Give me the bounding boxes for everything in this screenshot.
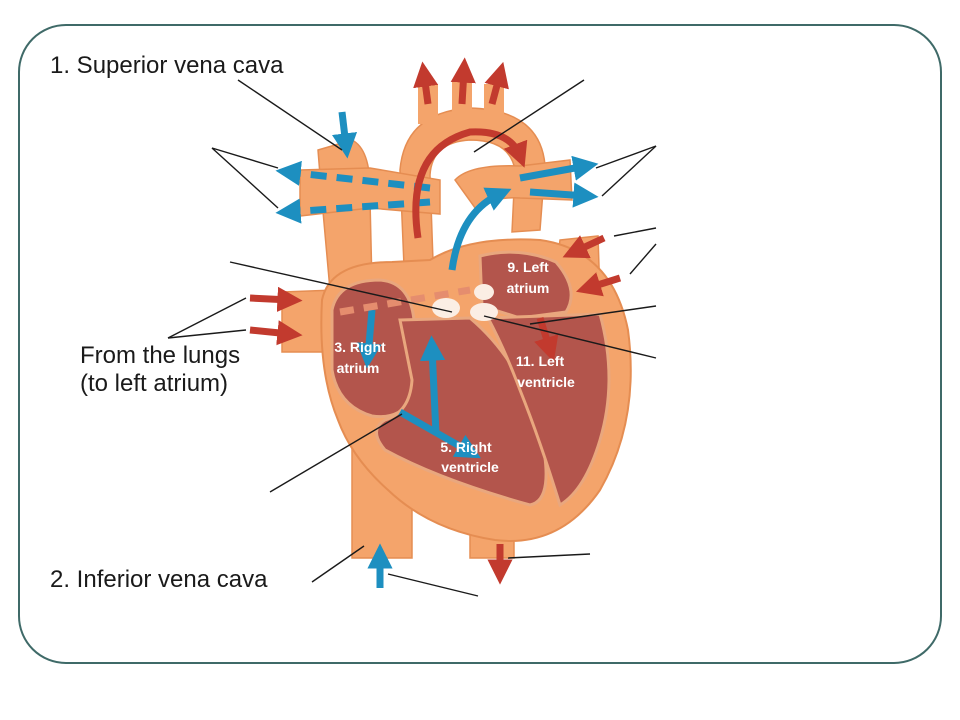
leader-lungs-left-top: [211, 147, 279, 169]
leader-lungs-right-top: [595, 145, 657, 169]
leader-ivc-arrow: [387, 573, 479, 597]
red-arrow-aorta-3: [484, 61, 509, 105]
leader-valve-left: [229, 261, 453, 313]
right-ventricle-label-1: 5. Right: [440, 439, 492, 455]
blue-arrow-lung-right-1: [519, 155, 599, 182]
left-ventricle-chamber: [485, 312, 611, 508]
left-atrium-label-2: atrium: [507, 280, 550, 296]
aortic-valve: [474, 284, 494, 300]
blue-arrow-lung-right-2: [529, 182, 599, 208]
leader-aortic-valve: [483, 315, 657, 359]
blue-arrow-right-ventricle-diag: [398, 408, 481, 459]
label-superior-vena-cava: 1. Superior vena cava: [50, 52, 284, 79]
left-ventricle-label-2: ventricle: [517, 374, 575, 390]
leader-aorta: [473, 79, 585, 153]
leader-descending-aorta: [507, 553, 591, 559]
red-arrow-aortic-arch: [412, 128, 528, 239]
red-arrow-pv-left-1: [249, 286, 303, 312]
blue-arrow-right-atrium: [356, 309, 382, 369]
leader-pv-right-top: [613, 227, 657, 237]
blue-arrow-lung-left-2: [275, 198, 431, 224]
red-arrow-aorta-1: [413, 61, 439, 105]
leader-from-lungs-bottom: [167, 329, 247, 339]
leader-inferior-vena-cava: [311, 545, 365, 583]
leader-lines: [167, 79, 657, 597]
mitral-valve: [470, 303, 498, 321]
tricuspid-valve: [432, 298, 460, 318]
leader-tricuspid: [269, 413, 403, 493]
right-atrium-label-2: atrium: [337, 360, 380, 376]
blue-arrow-svc-in: [332, 111, 358, 159]
red-arrow-pv-right-2: [575, 272, 622, 297]
leader-pv-right-bottom: [629, 243, 657, 275]
red-arrow-pv-cross: [339, 286, 471, 316]
leader-from-lungs-top: [167, 297, 247, 339]
label-from-lungs-line2: (to left atrium): [80, 369, 229, 397]
leader-superior-vena-cava: [237, 79, 343, 151]
right-ventricle-label-2: ventricle: [441, 459, 499, 475]
blue-arrow-right-ventricle-up: [419, 335, 446, 435]
left-ventricle-label-1: 11. Left: [516, 353, 565, 369]
left-atrium-chamber: [478, 250, 573, 320]
red-arrow-pv-right-1: [562, 234, 606, 259]
blue-arrow-pulmonary-trunk: [448, 187, 512, 271]
label-inferior-vena-cava: 2. Inferior vena cava: [50, 566, 268, 593]
red-arrow-pv-left-2: [249, 320, 303, 346]
label-from-lungs-line1: From the lungs: [80, 342, 241, 369]
leader-lungs-right-bottom: [601, 145, 657, 197]
leader-mitral: [529, 305, 657, 325]
red-arrow-left-ventricle: [534, 316, 559, 363]
blue-arrow-lung-left-1: [275, 160, 431, 192]
red-arrow-aorta-2: [450, 57, 476, 105]
label-from-lungs: From the lungs (to left atrium): [80, 342, 240, 397]
right-atrium-label-1: 3. Right: [334, 339, 386, 355]
left-atrium-label-1: 9. Left: [507, 259, 549, 275]
leader-lungs-left-bottom: [211, 147, 279, 209]
